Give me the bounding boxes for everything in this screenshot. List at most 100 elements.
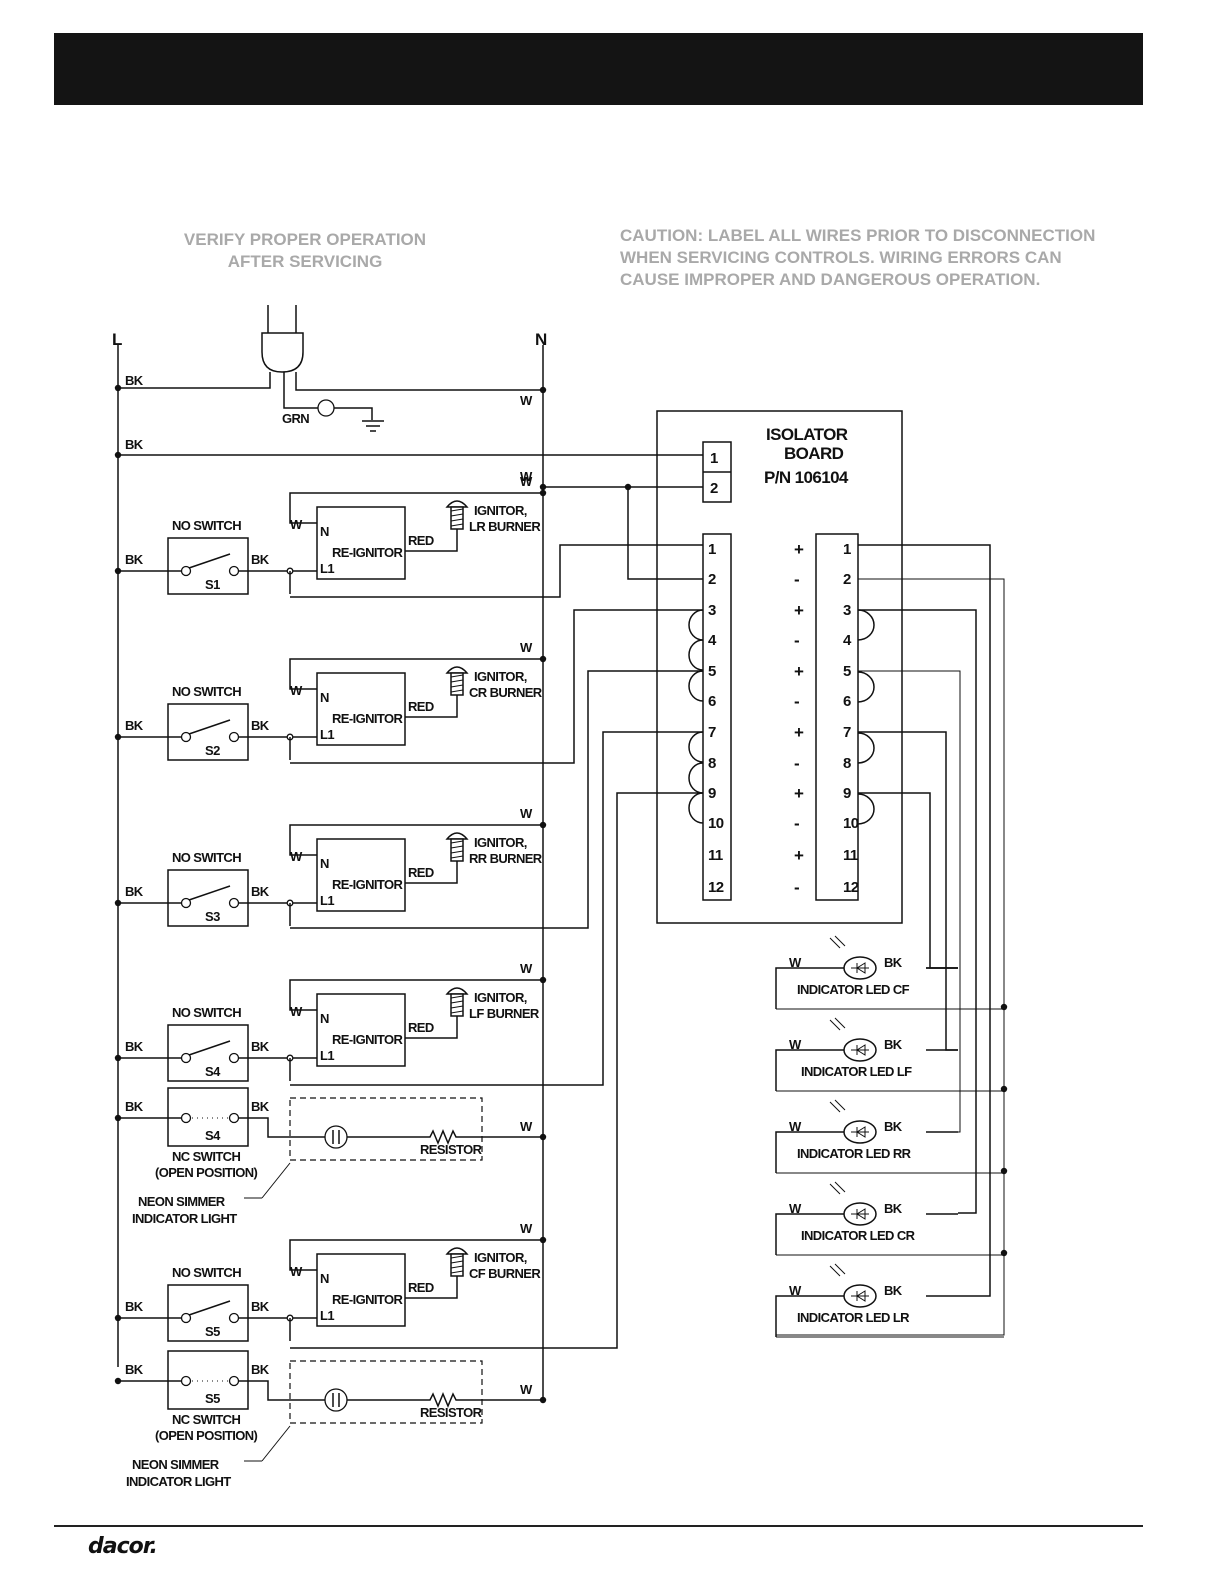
resistor-icon xyxy=(347,1392,543,1408)
polarity-11: + xyxy=(794,846,804,865)
neon-lamp-icon xyxy=(324,1125,348,1149)
re-ignitor-box xyxy=(316,993,406,1067)
switch-name: S5 xyxy=(205,1324,220,1339)
switch-name: S3 xyxy=(205,909,220,924)
ignitor-label: IGNITOR, xyxy=(474,1250,527,1265)
resistor-icon xyxy=(347,1129,543,1145)
ignitor-icon xyxy=(445,666,469,696)
led-w-wire xyxy=(775,1213,844,1255)
iso-out-pin-3: 3 xyxy=(708,602,716,619)
led-w-wire xyxy=(775,1295,844,1337)
n-label: N xyxy=(320,524,329,539)
bk-out-label: BK xyxy=(251,718,270,733)
n-label: N xyxy=(320,1271,329,1286)
iso-right-pin-3: 3 xyxy=(843,602,851,619)
bk-in-label: BK xyxy=(125,1039,144,1054)
re-ignitor-box xyxy=(316,1253,406,1327)
led-label: INDICATOR LED LR xyxy=(797,1310,910,1325)
polarity-5: + xyxy=(794,662,804,681)
iso-right-pin-7: 7 xyxy=(843,724,851,741)
nc-switch-name: S5 xyxy=(205,1391,220,1406)
bk-in-label: BK xyxy=(125,884,144,899)
n-label: N xyxy=(320,856,329,871)
led-label: INDICATOR LED CR xyxy=(801,1228,916,1243)
led-w-label: W xyxy=(789,955,802,970)
burner-label: CR BURNER xyxy=(469,685,543,700)
nc-bk-out: BK xyxy=(251,1099,270,1114)
w-label-inner: W xyxy=(290,1264,303,1279)
neon-dashed-box xyxy=(289,1097,483,1161)
polarity-3: + xyxy=(794,601,804,620)
red-label: RED xyxy=(408,1280,434,1295)
neon-leader xyxy=(261,1162,291,1199)
iso-right-pin-10: 10 xyxy=(843,815,859,832)
led-label: INDICATOR LED RR xyxy=(797,1146,912,1161)
w-label-inner: W xyxy=(290,849,303,864)
iso-out-pin-7: 7 xyxy=(708,724,716,741)
w-label-inner: W xyxy=(290,683,303,698)
iso-right-pin-6: 6 xyxy=(843,693,851,710)
ignitor-icon xyxy=(445,1247,469,1277)
re-ignitor-label: RE-IGNITOR xyxy=(332,1292,404,1307)
re-ignitor-label: RE-IGNITOR xyxy=(332,711,404,726)
iso-feed-bk-label: BK xyxy=(125,437,144,452)
re-ignitor-box xyxy=(316,506,406,580)
ignitor-icon xyxy=(445,987,469,1017)
iso-out-pin-9: 9 xyxy=(708,785,716,802)
neon-w-label: W xyxy=(520,1382,533,1397)
l1-label: L1 xyxy=(320,893,334,908)
line-rail-label: L xyxy=(112,330,122,349)
nc-switch-name: S4 xyxy=(205,1128,221,1143)
no-switch-label: NO SWITCH xyxy=(172,518,241,533)
iso-out-pin-1: 1 xyxy=(708,541,716,558)
led-w-label: W xyxy=(789,1037,802,1052)
iso-right-pin-5: 5 xyxy=(843,663,851,680)
re-ignitor-box xyxy=(316,672,406,746)
l1-label: L1 xyxy=(320,561,334,576)
led-w-label: W xyxy=(789,1201,802,1216)
led-bk-label: BK xyxy=(884,1037,903,1052)
nc-open-label: (OPEN POSITION) xyxy=(155,1428,258,1443)
iso-out-pin-2: 2 xyxy=(708,571,716,588)
neon-label-1: NEON SIMMER xyxy=(132,1457,220,1472)
row-output-wires xyxy=(290,544,703,1349)
l1-label: L1 xyxy=(320,727,334,742)
nc-switch-label: NC SWITCH xyxy=(172,1412,240,1427)
polarity-12: - xyxy=(794,878,799,897)
red-label: RED xyxy=(408,865,434,880)
ignitor-label: IGNITOR, xyxy=(474,503,527,518)
plug-grn-label: GRN xyxy=(282,411,309,426)
re-ignitor-label: RE-IGNITOR xyxy=(332,1032,404,1047)
polarity-9: + xyxy=(794,784,804,803)
n-label: N xyxy=(320,690,329,705)
ignitor-label: IGNITOR, xyxy=(474,835,527,850)
ignitor-label: IGNITOR, xyxy=(474,990,527,1005)
iso-right-pin-11: 11 xyxy=(843,847,858,864)
ignitor-label: IGNITOR, xyxy=(474,669,527,684)
led-bk-label: BK xyxy=(884,1283,903,1298)
resistor-label: RESISTOR xyxy=(420,1405,483,1420)
isolator-part-number: P/N 106104 xyxy=(764,468,849,487)
w-label: W xyxy=(520,1221,533,1236)
w-label: W xyxy=(520,474,533,489)
iso-right-pin-8: 8 xyxy=(843,755,851,772)
l1-label: L1 xyxy=(320,1308,334,1323)
led-label: INDICATOR LED CF xyxy=(797,982,910,997)
iso-out-pin-6: 6 xyxy=(708,693,716,710)
led-w-wire xyxy=(775,1131,844,1173)
neon-leader xyxy=(261,1425,291,1462)
neon-label-2: INDICATOR LIGHT xyxy=(126,1474,231,1489)
nc-bk-in: BK xyxy=(125,1099,144,1114)
iso-right-pin-12: 12 xyxy=(843,879,859,896)
w-label: W xyxy=(520,961,533,976)
burner-label: CF BURNER xyxy=(469,1266,541,1281)
